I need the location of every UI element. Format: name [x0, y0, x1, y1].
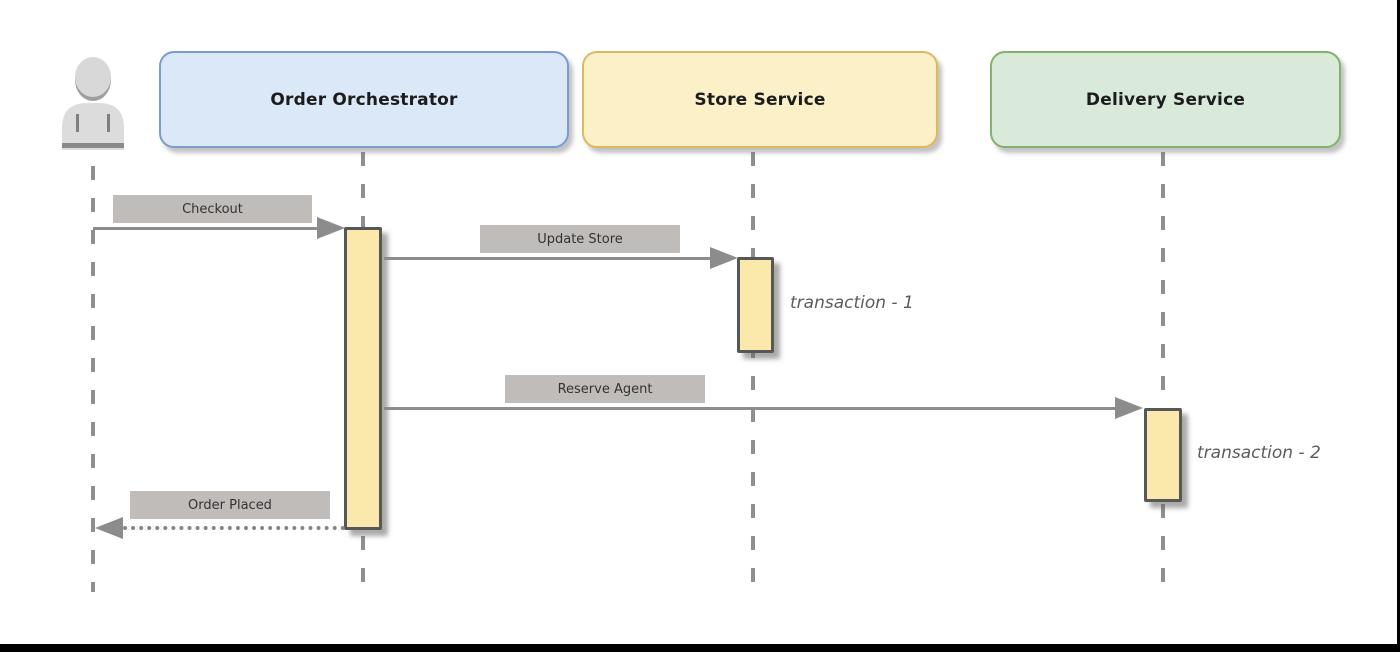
participant-label: Store Service: [694, 89, 826, 110]
message-text: Reserve Agent: [557, 381, 653, 397]
message-text: Update Store: [537, 231, 623, 247]
participant-label: Order Orchestrator: [270, 89, 458, 110]
activation-store-service: [737, 257, 774, 353]
participant-order-orchestrator: Order Orchestrator: [159, 51, 569, 148]
message-line-update-store: [384, 257, 710, 260]
lifeline-delivery-service: [1161, 152, 1165, 592]
message-line-order-placed: [123, 526, 345, 530]
message-text: Order Placed: [188, 497, 272, 513]
annotation-transaction-2: transaction - 2: [1197, 443, 1321, 463]
message-label-update-store: Update Store: [480, 225, 680, 253]
participant-label: Delivery Service: [1085, 89, 1246, 110]
lifeline-actor: [91, 166, 95, 592]
arrowhead-checkout: [317, 217, 345, 239]
message-label-reserve-agent: Reserve Agent: [505, 375, 705, 403]
actor-icon: [62, 57, 124, 150]
message-line-reserve-agent: [384, 407, 1115, 410]
frame-bottom-edge: [0, 644, 1400, 652]
arrowhead-order-placed: [95, 517, 123, 539]
annotation-text: transaction - 2: [1197, 443, 1321, 463]
arrowhead-update-store: [710, 247, 738, 269]
participant-store-service: Store Service: [582, 51, 938, 148]
message-label-checkout: Checkout: [113, 195, 312, 223]
message-text: Checkout: [182, 201, 243, 217]
frame-right-edge: [1397, 0, 1400, 652]
participant-delivery-service: Delivery Service: [990, 51, 1341, 148]
message-line-checkout: [93, 227, 317, 230]
message-label-order-placed: Order Placed: [130, 491, 330, 519]
activation-order-orchestrator: [344, 227, 382, 530]
annotation-text: transaction - 1: [790, 293, 914, 313]
annotation-transaction-1: transaction - 1: [790, 293, 914, 313]
activation-delivery-service: [1144, 408, 1182, 502]
arrowhead-reserve-agent: [1115, 397, 1143, 419]
lifeline-store-service: [751, 152, 755, 592]
